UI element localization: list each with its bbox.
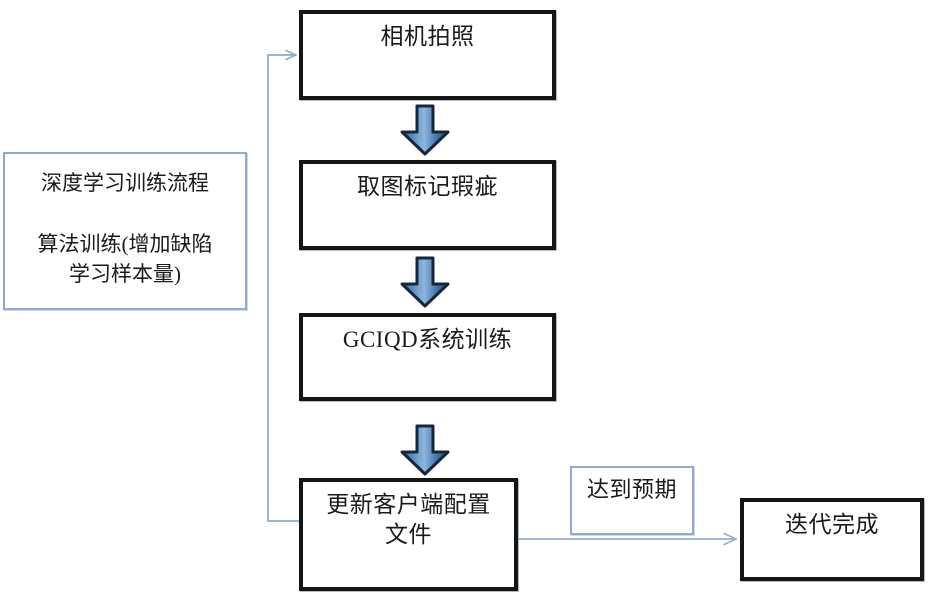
process-box-update-client-config: 更新客户端配置 文件: [299, 478, 518, 591]
note-box-text: 深度学习训练流程 算法训练(增加缺陷 学习样本量): [37, 171, 213, 287]
process-box-camera-capture-label: 相机拍照: [380, 24, 475, 49]
terminal-box-iteration-complete: 迭代完成: [740, 498, 924, 581]
process-box-camera-capture: 相机拍照: [299, 10, 556, 100]
terminal-box-iteration-complete-label: 迭代完成: [785, 512, 879, 537]
block-arrow-down-2: [398, 256, 452, 308]
label-box-meets-expectation-label: 达到预期: [586, 477, 677, 502]
block-arrow-down-1: [398, 104, 452, 156]
note-box-training-process: 深度学习训练流程 算法训练(增加缺陷 学习样本量): [3, 152, 247, 310]
process-box-capture-mark-defect-label: 取图标记瑕疵: [357, 174, 498, 199]
process-box-gciqd-system-training-label: GCIQD系统训练: [342, 327, 513, 352]
process-box-gciqd-system-training: GCIQD系统训练: [299, 313, 556, 401]
label-box-meets-expectation: 达到预期: [570, 466, 694, 535]
block-arrow-down-3: [398, 424, 452, 476]
process-box-capture-mark-defect: 取图标记瑕疵: [299, 160, 556, 250]
process-box-update-client-config-label: 更新客户端配置 文件: [326, 492, 491, 548]
